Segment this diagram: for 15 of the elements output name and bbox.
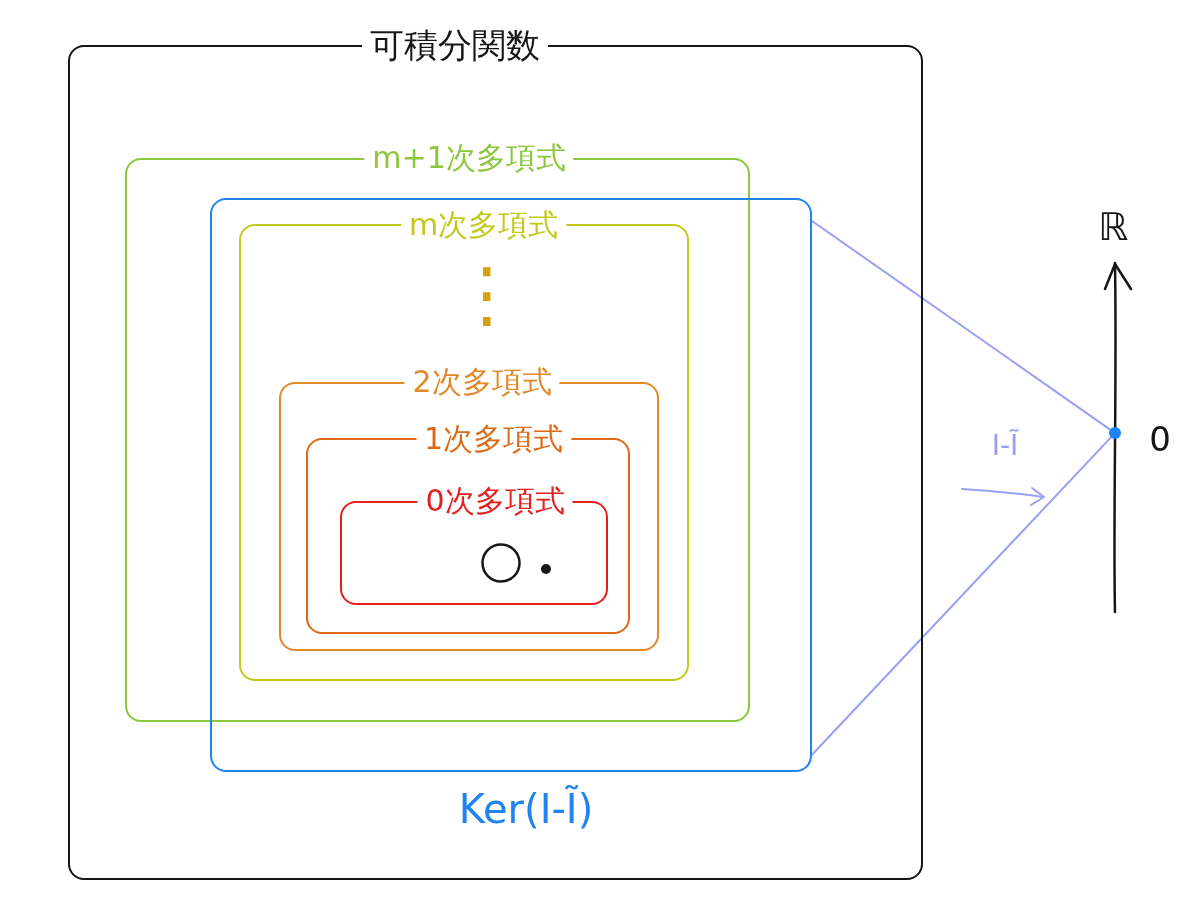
set-label: 2次多項式 xyxy=(404,365,560,400)
set-label: 1次多項式 xyxy=(415,421,572,456)
set-label: m次多項式 xyxy=(400,207,567,242)
circle-icon xyxy=(481,543,521,583)
set-label: m+1次多項式 xyxy=(364,141,574,176)
point-icon xyxy=(1109,427,1121,439)
connector-line xyxy=(811,436,1112,756)
set-label: 0次多項式 xyxy=(417,484,573,519)
axis-label: ℝ xyxy=(1097,206,1129,250)
operator-label: I-Ĩ xyxy=(991,429,1019,463)
set-label: Ker(I-Ĩ) xyxy=(458,786,594,832)
dot-icon xyxy=(541,564,551,574)
point-label: 0 xyxy=(1149,420,1171,460)
connector-line xyxy=(811,220,1112,431)
vertical-ellipsis: ⋮ xyxy=(451,258,523,330)
